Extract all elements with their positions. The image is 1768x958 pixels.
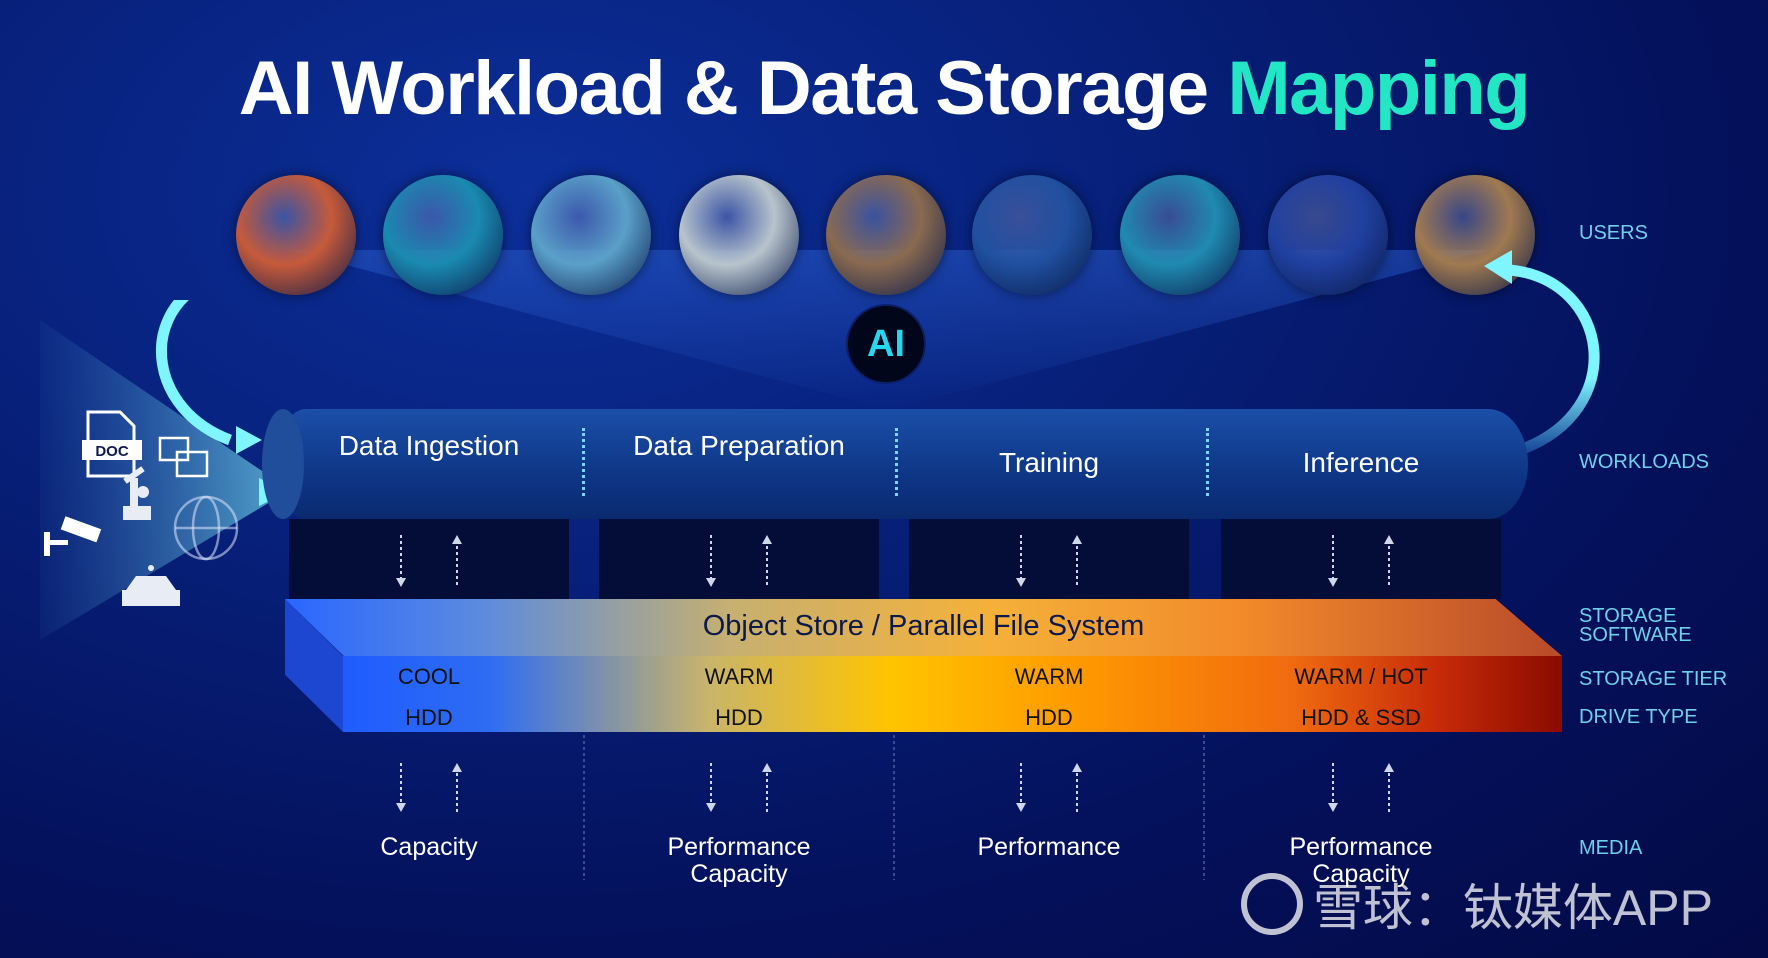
user-photo-vr-user — [236, 175, 356, 295]
data-sources: DOC — [40, 300, 290, 640]
title-main: AI Workload & Data Storage — [238, 46, 1209, 131]
media-label: Performance — [909, 834, 1189, 861]
user-photo-autonomous-car — [1120, 175, 1240, 295]
arrow-down-icon — [1328, 763, 1338, 812]
drive-label: HDD — [1025, 705, 1073, 730]
drive-label: HDD — [405, 705, 453, 730]
ai-badge: AI — [846, 304, 926, 384]
user-photo-stock-chart — [383, 175, 503, 295]
row-label-media: MEDIA — [1579, 837, 1643, 859]
storage-software-label: Object Store / Parallel File System — [702, 610, 1145, 642]
media-line: Performance — [667, 833, 811, 861]
robot-arm-icon — [123, 466, 151, 520]
workloads-cylinder — [276, 409, 1528, 519]
arrow-down-icon — [396, 763, 406, 812]
feedback-arc-left — [155, 300, 232, 446]
row-label-users: USERS — [1579, 222, 1648, 244]
watermark-text: 雪球：钛媒体APP — [1312, 880, 1713, 936]
cylinder-cap — [262, 409, 304, 519]
media-line: Performance — [1289, 833, 1433, 861]
title-highlight: Mapping — [1227, 46, 1530, 131]
chat-like-icon — [158, 436, 209, 478]
user-photo-robot-arm — [679, 175, 799, 295]
arrow-up-icon — [1072, 763, 1082, 812]
workload-training: Training — [998, 447, 1100, 478]
doc-icon — [82, 410, 142, 478]
divider — [895, 428, 898, 496]
drive-label: HDD — [715, 705, 763, 730]
media-line: Capacity — [380, 833, 478, 861]
column-shadow — [599, 519, 879, 599]
user-photo-scientist — [531, 175, 651, 295]
ingest-beam — [40, 320, 290, 640]
storage-bar-front — [343, 656, 1562, 732]
workload-data-preparation: Data Preparation — [633, 430, 845, 461]
feedback-arc-right — [1484, 250, 1600, 456]
drive-label: HDD & SSD — [1301, 705, 1421, 730]
column-shadow — [289, 519, 569, 599]
media-line: Capacity — [690, 860, 788, 888]
tier-label: WARM — [704, 664, 774, 689]
watermark-logo-icon — [1240, 873, 1303, 935]
workload-inference: Inference — [1302, 447, 1420, 478]
watermark: 雪球：钛媒体APP — [1240, 868, 1713, 940]
column-shadow — [909, 519, 1189, 599]
arrow-up-icon — [452, 763, 462, 812]
divider — [582, 428, 585, 496]
row-label-workloads: WORKLOADS — [1579, 451, 1710, 473]
page-title: AI Workload & Data Storage Mapping — [0, 45, 1768, 132]
tier-label: COOL — [397, 664, 461, 689]
label-line: SOFTWARE — [1579, 624, 1692, 646]
row-label-drive-type: DRIVE TYPE — [1579, 706, 1698, 728]
globe-www-icon — [173, 495, 239, 561]
user-photo-news-screens — [1268, 175, 1388, 295]
label-line: STORAGE — [1579, 605, 1677, 627]
tier-label: WARM — [1014, 664, 1084, 689]
arrow-up-icon — [762, 763, 772, 812]
tier-label: WARM / HOT — [1294, 664, 1428, 689]
arrow-down-icon — [1016, 763, 1026, 812]
media-line: Capacity — [1312, 860, 1410, 888]
user-photo-office-worker — [972, 175, 1092, 295]
column-shadow — [1221, 519, 1501, 599]
row-label-storage-tier: STORAGE TIER — [1579, 668, 1728, 690]
arrow-up-icon — [1384, 763, 1394, 812]
user-photo-shopper — [826, 175, 946, 295]
arrow-icon — [1484, 250, 1512, 284]
security-camera-icon — [44, 516, 102, 556]
media-line: Performance — [977, 833, 1121, 861]
arrow-down-icon — [706, 763, 716, 812]
doc-label: DOC — [95, 443, 129, 460]
media-label: Capacity — [289, 834, 569, 861]
storage-bar-top — [285, 599, 1562, 656]
connected-car-icon — [122, 565, 180, 606]
divider — [1206, 428, 1209, 496]
arrow-icon — [236, 426, 262, 454]
workload-data-ingestion: Data Ingestion — [338, 430, 520, 461]
